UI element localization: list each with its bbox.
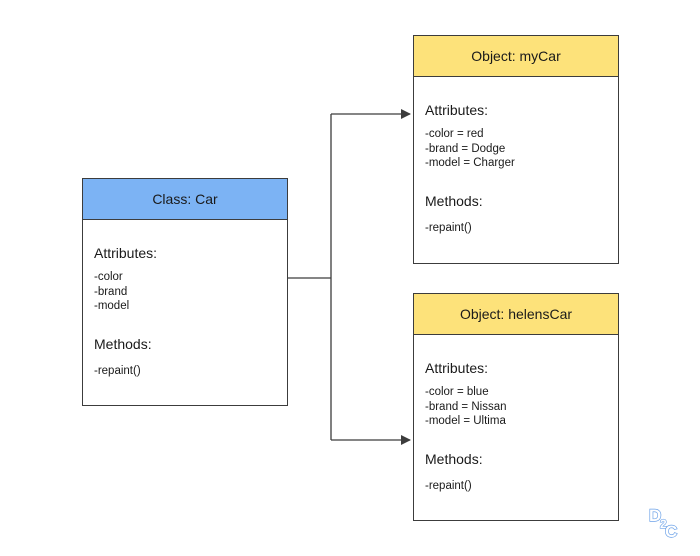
class-car-attributes-label: Attributes: (94, 245, 158, 261)
object-mycar-attributes-label: Attributes: (425, 102, 489, 118)
object-helenscar-method: -repaint() (425, 479, 472, 492)
object-mycar-attributes-list: -color = red -brand = Dodge -model = Cha… (425, 127, 607, 171)
object-mycar-attribute: -brand = Dodge (425, 142, 506, 155)
svg-text:C: C (665, 522, 677, 538)
class-car-header: Class: Car (83, 179, 287, 220)
object-helenscar-attribute: -color = blue (425, 386, 489, 398)
object-mycar-attribute: -model = Charger (425, 157, 515, 169)
class-car-attribute: -model (94, 300, 130, 312)
class-car-title: Class: Car (152, 191, 218, 207)
object-helenscar-header: Object: helensCar (414, 294, 618, 335)
object-mycar-methods-label: Methods: (425, 192, 483, 209)
class-car-attributes-list: -color -brand -model (94, 270, 276, 314)
object-mycar-header: Object: myCar (414, 36, 618, 77)
d2c-logo-icon: D 2 C (648, 505, 678, 538)
object-helenscar-attributes-list: -color = blue -brand = Nissan -model = U… (425, 385, 607, 429)
class-car-attribute: -color (94, 271, 123, 283)
object-mycar-attribute: -color = red (425, 128, 484, 140)
object-helenscar-methods-list: -repaint() (425, 479, 607, 494)
object-mycar-title: Object: myCar (471, 48, 561, 64)
object-mycar-box: Object: myCar Attributes: -color = red -… (413, 35, 619, 264)
svg-text:2: 2 (660, 517, 667, 531)
object-helenscar-box: Object: helensCar Attributes: -color = b… (413, 293, 619, 521)
object-mycar-methods-list: -repaint() (425, 221, 607, 236)
object-helenscar-attributes-label: Attributes: (425, 360, 489, 376)
object-helenscar-methods-label: Methods: (425, 450, 483, 467)
object-helenscar-title: Object: helensCar (459, 306, 573, 322)
object-mycar-method: -repaint() (425, 221, 472, 234)
class-car-method: -repaint() (94, 364, 141, 377)
class-car-box: Class: Car Attributes: -color -brand -mo… (82, 178, 288, 406)
class-car-methods-label: Methods: (94, 335, 152, 352)
class-car-attribute: -brand (94, 285, 128, 298)
class-car-methods-list: -repaint() (94, 364, 276, 379)
connector-trunk (288, 114, 332, 440)
object-helenscar-attribute: -brand = Nissan (425, 400, 507, 413)
svg-text:D: D (649, 506, 661, 525)
object-helenscar-attribute: -model = Ultima (425, 415, 506, 427)
